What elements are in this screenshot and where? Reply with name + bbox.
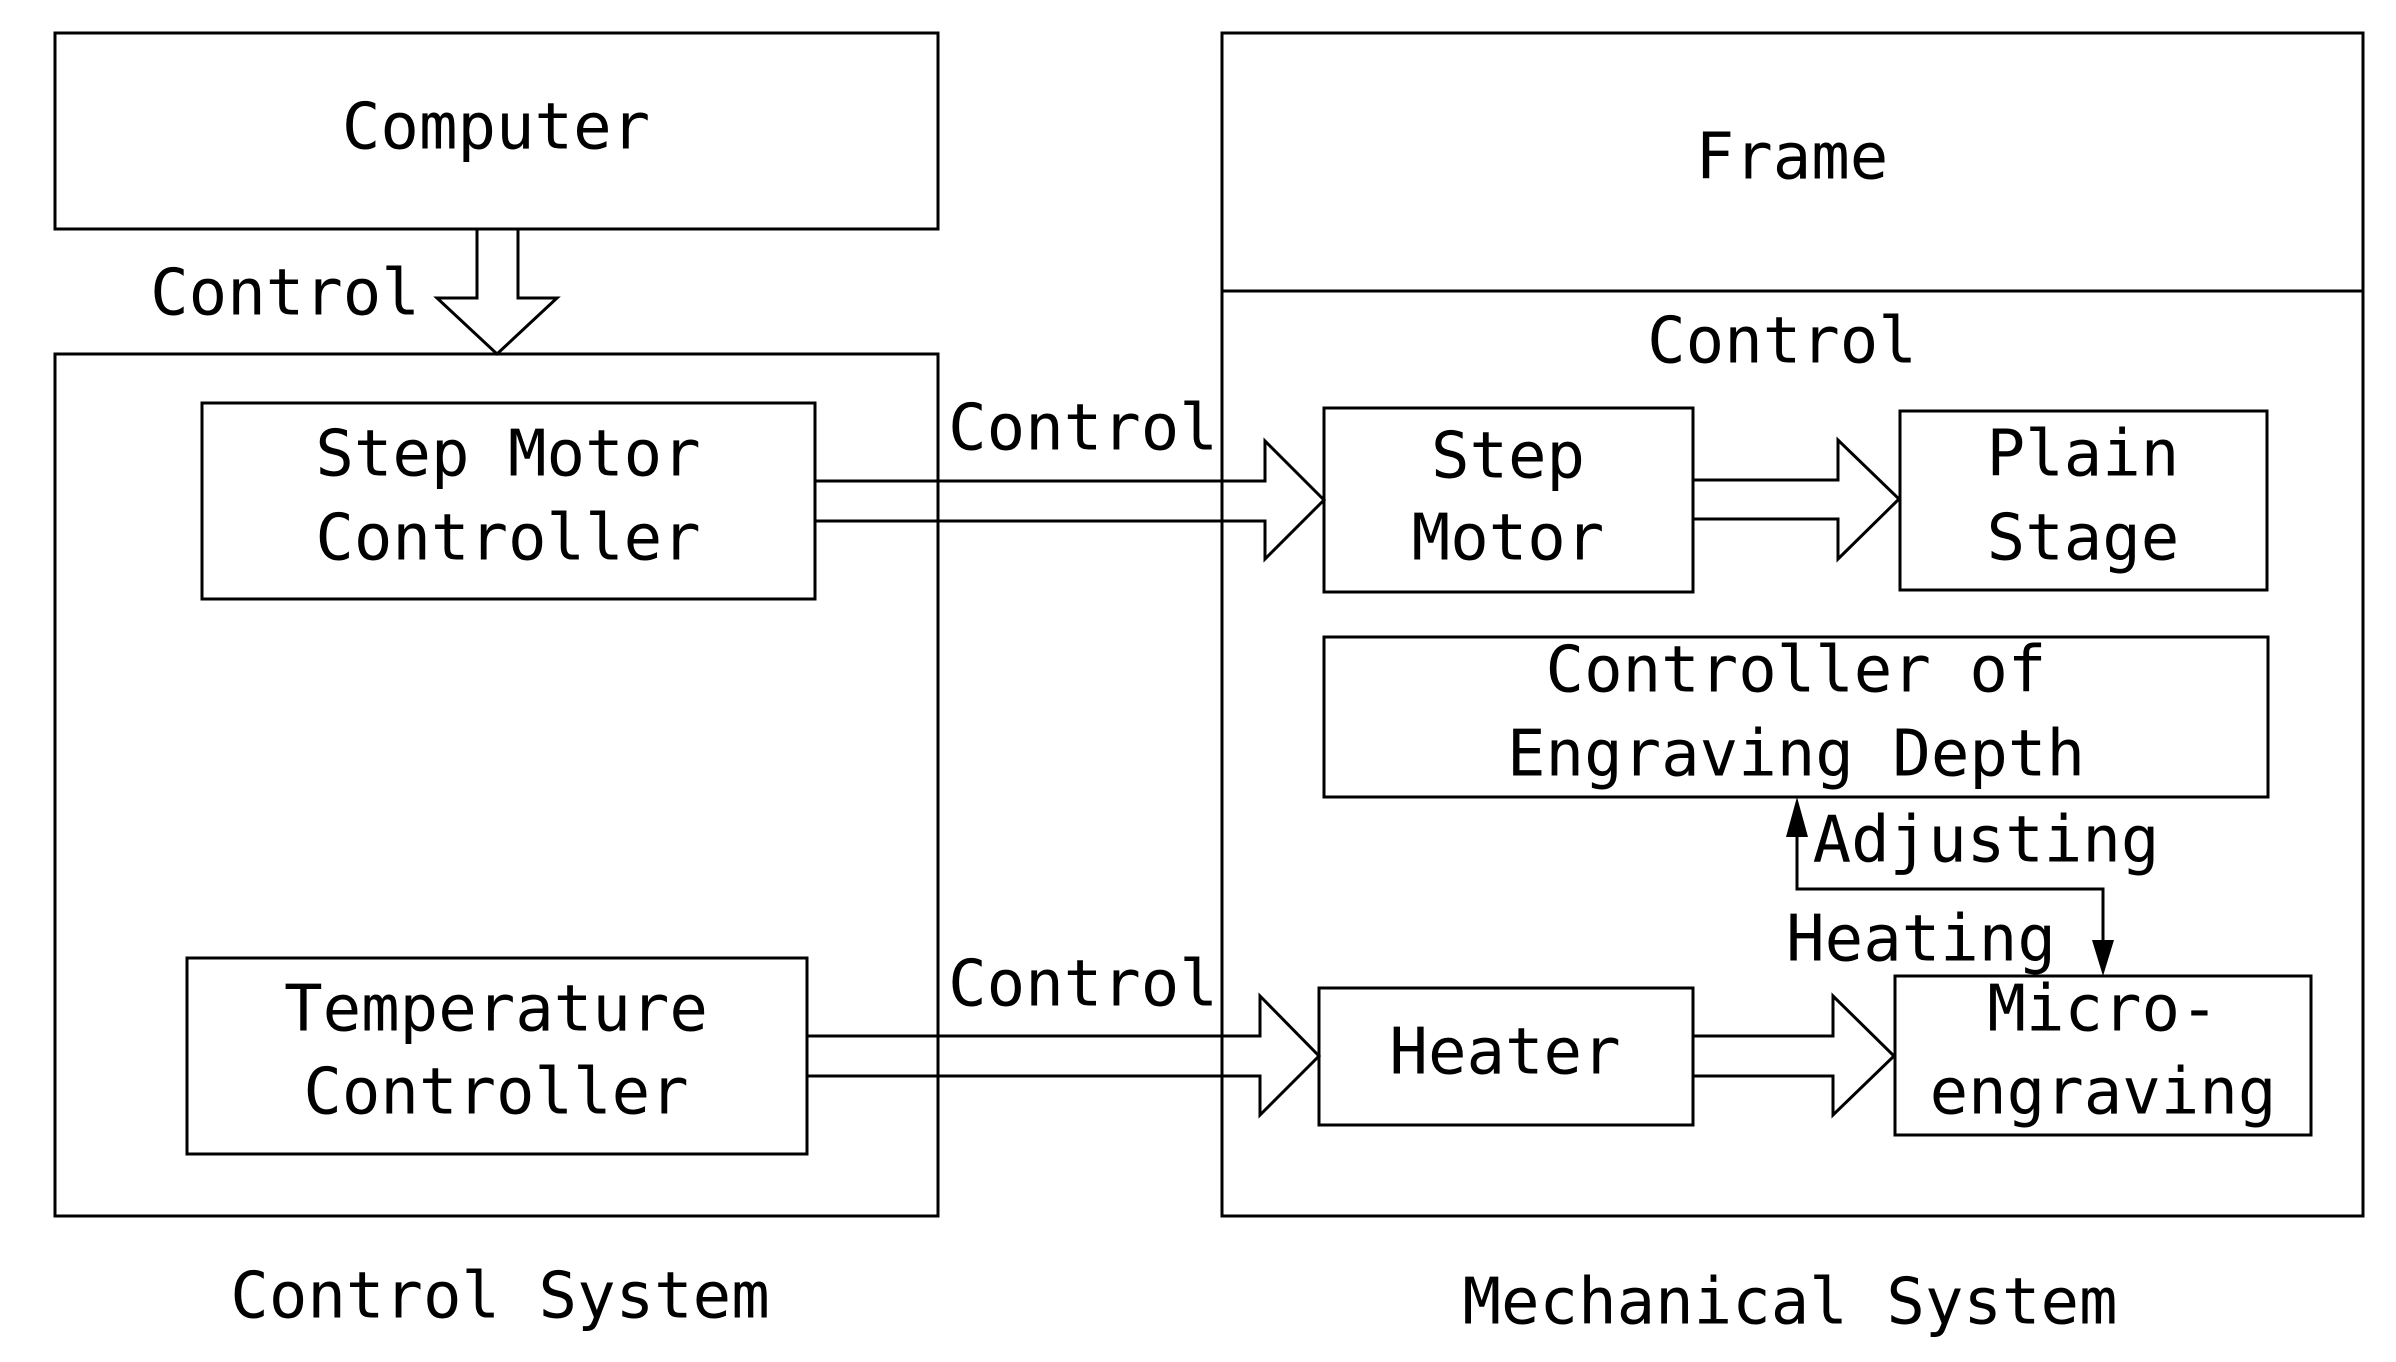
step-motor-line2: Motor: [1412, 502, 1605, 576]
adjusting-arrowhead-up: [1786, 797, 1808, 837]
step-motor-controller-block: Step Motor Controller: [200, 401, 817, 601]
step-motor-to-plain-stage-arrow: [1691, 436, 1902, 563]
step-motor-controller-line1: Step Motor: [315, 418, 700, 492]
temperature-controller-block: Temperature Controller: [185, 956, 809, 1156]
control-system-box: [53, 352, 940, 1218]
control-label-top-left: Control: [150, 257, 420, 331]
plain-stage-line2: Stage: [1987, 502, 2180, 576]
control-label-temp: Control: [948, 948, 1218, 1022]
temp-controller-to-heater-arrow: [805, 992, 1322, 1119]
control-label-step: Control: [948, 392, 1218, 466]
frame-label: Frame: [1696, 121, 1889, 195]
micro-engraving-line1: Micro-: [1987, 973, 2218, 1047]
step-motor-block: Step Motor: [1322, 406, 1695, 594]
heater-label: Heater: [1389, 1016, 1620, 1090]
control-label-mechanical: Control: [1647, 305, 1917, 379]
adjusting-arrowhead-down: [2092, 940, 2114, 976]
temperature-controller-line2: Controller: [303, 1056, 688, 1130]
engraving-depth-controller-line1: Controller of: [1546, 634, 2047, 708]
computer-to-control-arrow: [433, 227, 561, 357]
mechanical-system-caption: Mechanical System: [1462, 1266, 2117, 1340]
heater-block: Heater: [1317, 986, 1695, 1127]
adjusting-label: Adjusting: [1813, 804, 2160, 878]
computer-block: Computer: [53, 31, 940, 231]
adjusting-connector: [1786, 797, 2114, 976]
heater-to-micro-engraving-arrow: [1691, 992, 1897, 1119]
plain-stage-line1: Plain: [1987, 418, 2180, 492]
plain-stage-block: Plain Stage: [1898, 409, 2269, 592]
temperature-controller-line1: Temperature: [284, 973, 708, 1047]
micro-engraving-block: Micro- engraving: [1893, 973, 2313, 1137]
heating-label: Heating: [1786, 903, 2056, 977]
step-motor-controller-line2: Controller: [315, 502, 700, 576]
engraving-depth-controller-block: Controller of Engraving Depth: [1322, 634, 2270, 799]
micro-engraving-line2: engraving: [1930, 1056, 2277, 1130]
step-motor-line1: Step: [1431, 420, 1585, 494]
computer-label: Computer: [342, 91, 650, 165]
engraving-depth-controller-line2: Engraving Depth: [1507, 718, 2085, 792]
step-controller-to-step-motor-arrow: [813, 437, 1327, 563]
control-system-caption: Control System: [230, 1260, 769, 1334]
mechanical-system-box: [1220, 31, 2365, 1218]
